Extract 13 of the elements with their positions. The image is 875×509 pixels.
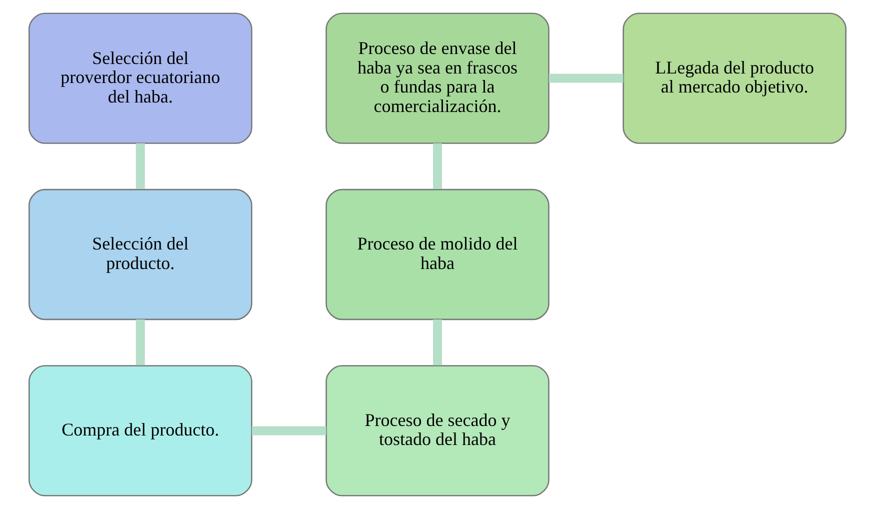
connector bbox=[136, 319, 145, 366]
connector bbox=[136, 143, 145, 189]
node-box: Selección del proverdor ecuatoriano del haba. bbox=[28, 12, 252, 144]
node-box: Proceso de envase del haba ya sea en frascos o fundas para la comercialización. bbox=[326, 12, 550, 144]
node-box: Compra del producto. bbox=[28, 365, 252, 496]
node-box: LLegada del producto al mercado objetivo. bbox=[622, 12, 846, 144]
connector bbox=[252, 426, 326, 436]
connector bbox=[433, 143, 442, 189]
connector bbox=[548, 74, 624, 83]
connector bbox=[433, 319, 442, 366]
node-box: Proceso de molido del haba bbox=[326, 188, 550, 320]
node-box: Proceso de secado y tostado del haba bbox=[326, 365, 550, 496]
node-box: Selección del producto. bbox=[28, 188, 252, 320]
